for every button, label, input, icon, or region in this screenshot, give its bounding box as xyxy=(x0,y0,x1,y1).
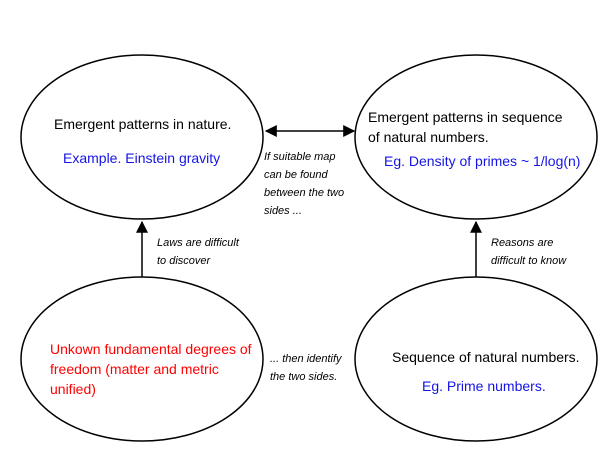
laws-note-line1: Laws are difficult xyxy=(157,237,239,249)
node-nature-ellipse xyxy=(20,54,264,220)
reasons-note-line2: difficult to know xyxy=(491,255,567,267)
reasons-note-line1: Reasons are xyxy=(491,237,554,249)
nature-example: Example. Einstein gravity xyxy=(63,150,221,166)
nature-title: Emergent patterns in nature. xyxy=(54,116,232,132)
map-note-line3: between the two xyxy=(264,187,345,199)
map-note-line4: sides ... xyxy=(264,205,302,217)
number-patterns-example: Eg. Density of primes ~ 1/log(n) xyxy=(384,153,581,169)
map-note-line2: can be found xyxy=(264,169,328,181)
sequence-title: Sequence of natural numbers. xyxy=(392,349,580,365)
fundamental-line3: unified) xyxy=(50,381,96,397)
sequence-example: Eg. Prime numbers. xyxy=(422,378,546,394)
fundamental-line2: freedom (matter and metric xyxy=(50,361,219,377)
fundamental-line1: Unkown fundamental degrees of xyxy=(50,341,252,357)
identify-note-line1: ... then identify xyxy=(270,353,342,365)
laws-note-line2: to discover xyxy=(157,255,211,267)
identify-note-line2: the two sides. xyxy=(270,371,338,383)
number-patterns-title-line1: Emergent patterns in sequence xyxy=(368,109,563,125)
map-note-line1: If suitable map xyxy=(264,151,336,163)
number-patterns-title-line2: of natural numbers. xyxy=(368,129,489,145)
node-number-patterns-ellipse xyxy=(354,54,598,220)
